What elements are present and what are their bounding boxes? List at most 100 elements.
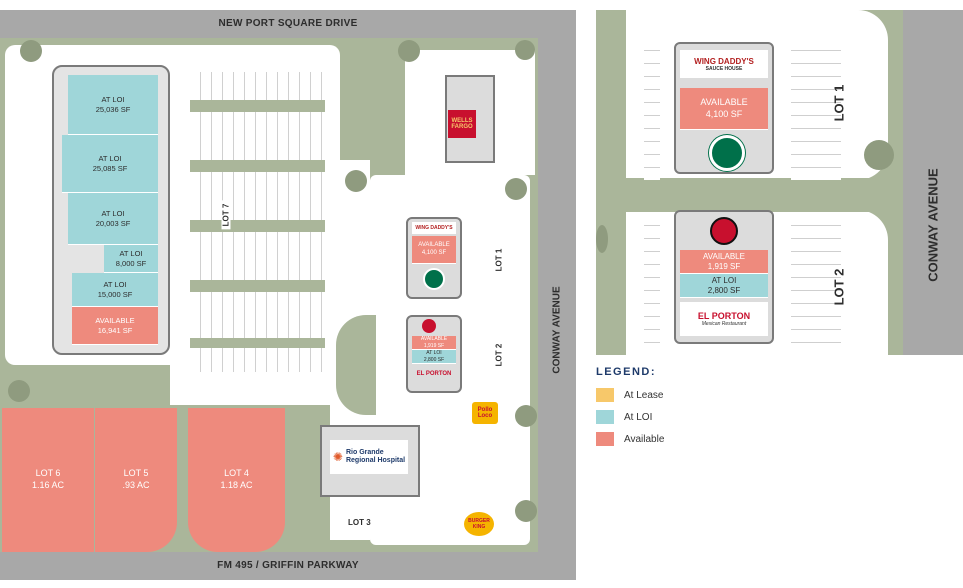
detail-restaurant-icon — [710, 217, 738, 245]
lot7-median-3 — [190, 220, 325, 232]
pad-lot-5: LOT 5 .93 AC — [95, 408, 177, 552]
detail-lot2-status1: AVAILABLE — [703, 251, 745, 261]
grass-island-oval — [336, 315, 376, 415]
burger-king-logo: BURGER KING — [464, 512, 494, 536]
starbucks-icon — [423, 268, 445, 290]
legend-swatch-at-loi — [596, 410, 614, 424]
lot1-unit-status: AVAILABLE — [418, 242, 450, 248]
detail-stalls-left-top — [644, 40, 660, 180]
tree-icon — [596, 225, 608, 253]
pad-lot-5-name: LOT 5 — [123, 468, 149, 479]
unit-5: AT LOI 15,000 SF — [72, 273, 158, 307]
legend-item-at-lease: At Lease — [596, 384, 796, 406]
lot2-unit-a-size: 1,919 SF — [423, 342, 445, 349]
unit-4-status: AT LOI — [119, 249, 143, 259]
detail-lot2-size1: 1,919 SF — [707, 261, 741, 271]
detail-lot2-size2: 2,800 SF — [707, 285, 741, 295]
north-road: NEW PORT SQUARE DRIVE — [0, 10, 576, 38]
unit-4: AT LOI 8,000 SF — [104, 245, 158, 273]
detail-stalls-right-bot — [791, 225, 841, 355]
detail-lot1-unit: AVAILABLE 4,100 SF — [680, 88, 768, 130]
east-road — [538, 38, 576, 552]
lot2-unit-b: AT LOI 2,800 SF — [412, 350, 456, 364]
unit-1-status: AT LOI — [101, 95, 125, 105]
legend-label-at-loi: At LOI — [624, 411, 653, 423]
detail-el-porton-logo: EL PORTON Mexican Restaurant — [680, 302, 768, 336]
lot2-label: LOT 2 — [494, 343, 504, 367]
hospital-star-icon: ✺ — [332, 450, 343, 464]
unit-4-size: 8,000 SF — [115, 258, 147, 268]
tree-icon — [515, 40, 535, 60]
detail-east-road — [903, 10, 963, 355]
legend-item-at-loi: At LOI — [596, 406, 796, 428]
detail-median — [596, 178, 888, 212]
detail-lot1-size: 4,100 SF — [705, 108, 743, 119]
hospital-name-1: Rio Grande — [345, 448, 384, 456]
detail-lot2-status2: AT LOI — [711, 275, 737, 285]
detail-lot2-label: LOT 2 — [831, 268, 847, 306]
detail-starbucks-icon — [709, 135, 745, 171]
pad-lot-4: LOT 4 1.18 AC — [188, 408, 285, 552]
tree-icon — [864, 140, 894, 170]
unit-2: AT LOI 25,085 SF — [62, 135, 158, 193]
detail-east-road-label: CONWAY AVENUE — [925, 168, 941, 282]
legend-swatch-at-lease — [596, 388, 614, 402]
unit-2-size: 25,085 SF — [92, 163, 128, 173]
pad-lot-4-area: 1.18 AC — [220, 480, 253, 490]
lot3-label: LOT 3 — [348, 518, 371, 527]
detail-el-porton-sub: Mexican Restaurant — [701, 321, 747, 327]
south-road-label: FM 495 / GRIFFIN PARKWAY — [217, 560, 359, 571]
tree-icon — [515, 405, 537, 427]
tree-icon — [345, 170, 367, 192]
unit-2-status: AT LOI — [98, 154, 122, 164]
unit-3-size: 20,003 SF — [95, 218, 131, 228]
legend-label-at-lease: At Lease — [624, 389, 664, 401]
lot7-median-5 — [190, 338, 325, 348]
legend-item-available: Available — [596, 428, 796, 450]
wells-fargo-logo: WELLS FARGO — [448, 110, 476, 138]
legend-title: LEGEND: — [596, 366, 656, 378]
detail-stalls-left-bot — [644, 225, 660, 355]
detail-wing-daddys-logo: WING DADDY'S SAUCE HOUSE — [680, 50, 768, 78]
unit-5-size: 15,000 SF — [97, 289, 133, 299]
pad-lot-6-area: 1.16 AC — [31, 480, 65, 490]
lot1-unit-size: 4,100 SF — [421, 249, 447, 256]
lot7-median-1 — [190, 100, 325, 112]
site-plan: NEW PORT SQUARE DRIVE FM 495 / GRIFFIN P… — [0, 10, 576, 580]
lot7-median-2 — [190, 160, 325, 172]
tree-icon — [515, 500, 537, 522]
lot2-brand: EL PORTON — [416, 371, 452, 377]
tree-icon — [20, 40, 42, 62]
hospital-sign: ✺ Rio Grande Regional Hospital — [330, 440, 408, 474]
lot2-restaurant-icon — [422, 319, 436, 333]
tree-icon — [505, 178, 527, 200]
pad-lot-6: LOT 6 1.16 AC — [2, 408, 94, 552]
detail-lot2-unit-a: AVAILABLE 1,919 SF — [680, 250, 768, 274]
detail-wing-daddys-sub: SAUCE HOUSE — [705, 65, 743, 72]
pad-lot-4-name: LOT 4 — [224, 468, 249, 479]
unit-1-size: 25,036 SF — [95, 104, 131, 114]
detail-lot2-unit-b: AT LOI 2,800 SF — [680, 274, 768, 298]
detail-el-porton-name: EL PORTON — [697, 311, 751, 321]
tree-icon — [398, 40, 420, 62]
lot7-median-4 — [190, 280, 325, 292]
detail-stalls-right-top — [791, 50, 841, 180]
unit-3: AT LOI 20,003 SF — [68, 193, 158, 245]
detail-wing-daddys-name: WING DADDY'S — [694, 56, 754, 66]
lot2-unit-a-status: AVAILABLE — [420, 336, 448, 343]
unit-6-size: 16,941 SF — [97, 325, 133, 335]
detail-lot1-label: LOT 1 — [831, 84, 847, 122]
unit-6-status: AVAILABLE — [95, 316, 135, 326]
east-road-label: CONWAY AVENUE — [551, 286, 563, 374]
tree-icon — [8, 380, 30, 402]
north-road-label: NEW PORT SQUARE DRIVE — [218, 18, 358, 29]
unit-1: AT LOI 25,036 SF — [68, 75, 158, 135]
hospital-name-2: Regional Hospital — [345, 457, 406, 464]
pad-lot-6-name: LOT 6 — [35, 468, 61, 479]
lot1-brand: WING DADDY'S — [412, 222, 456, 234]
detail-plan: CONWAY AVENUE WING DADDY'S SAUCE HOUSE A… — [596, 10, 963, 355]
unit-5-status: AT LOI — [103, 280, 127, 290]
lot7-label: LOT 7 — [221, 200, 231, 230]
lot2-unit-a: AVAILABLE 1,919 SF — [412, 336, 456, 350]
legend: LEGEND: At Lease At LOI Available — [596, 366, 796, 456]
